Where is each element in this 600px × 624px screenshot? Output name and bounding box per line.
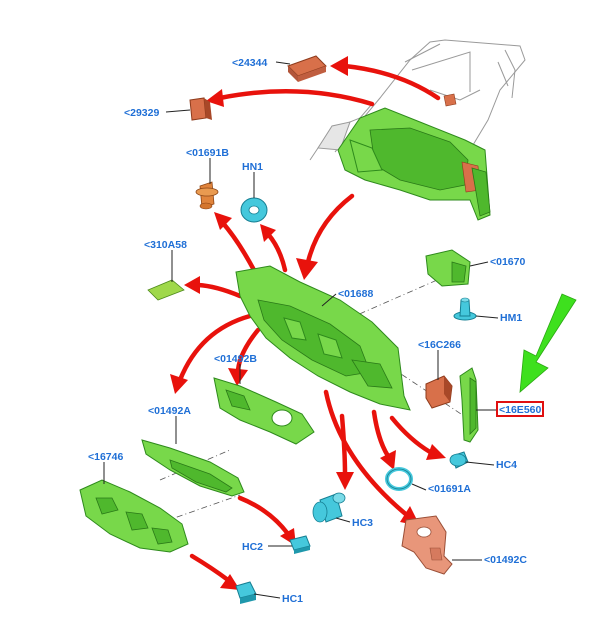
leader-lines bbox=[103, 61, 499, 599]
part-16746 bbox=[79, 479, 189, 553]
label-01670[interactable]: <01670 bbox=[490, 256, 525, 268]
arrow-to-01492b bbox=[235, 327, 261, 373]
part-310a58 bbox=[147, 279, 185, 301]
part-hc2 bbox=[289, 535, 311, 554]
arrowhead-24344 bbox=[330, 56, 348, 76]
arrow-to-01492c bbox=[323, 389, 411, 519]
green-highlight-arrow bbox=[519, 293, 577, 393]
label-hc3[interactable]: HC3 bbox=[352, 517, 373, 529]
part-hc4 bbox=[449, 451, 469, 469]
arrowhead-hc4 bbox=[426, 444, 446, 460]
arrow-to-hc4 bbox=[389, 415, 433, 455]
arrowhead-hn1 bbox=[260, 224, 276, 242]
arrowhead-01691b bbox=[214, 212, 232, 230]
label-01691a[interactable]: <01691A bbox=[428, 483, 471, 495]
label-16e560[interactable]: <16E560 bbox=[499, 404, 541, 416]
label-hc4[interactable]: HC4 bbox=[496, 459, 517, 471]
label-16c266[interactable]: <16C266 bbox=[418, 339, 461, 351]
arrow-to-hc2 bbox=[237, 495, 291, 537]
part-01691a bbox=[385, 467, 413, 491]
label-16746[interactable]: <16746 bbox=[88, 451, 123, 463]
arrowhead-hc1 bbox=[220, 574, 240, 590]
label-29329[interactable]: <29329 bbox=[124, 107, 159, 119]
arrowhead-01492b bbox=[228, 368, 248, 386]
part-16c266 bbox=[425, 375, 453, 409]
label-hm1[interactable]: HM1 bbox=[500, 312, 522, 324]
arrowhead-01691a bbox=[380, 450, 396, 470]
arrow-to-01492a bbox=[177, 313, 253, 383]
arrow-to-hc1 bbox=[189, 553, 231, 583]
label-01492a[interactable]: <01492A bbox=[148, 405, 191, 417]
part-01492b bbox=[213, 377, 315, 445]
vehicle-body-outline bbox=[309, 39, 526, 161]
label-01492c[interactable]: <01492C bbox=[484, 554, 527, 566]
part-01492a bbox=[141, 439, 245, 497]
part-hm1 bbox=[453, 297, 477, 321]
label-310a58[interactable]: <310A58 bbox=[144, 239, 187, 251]
arrow-to-01691b bbox=[219, 219, 258, 275]
label-hn1[interactable]: HN1 bbox=[242, 161, 263, 173]
arrowhead-01492a bbox=[170, 374, 188, 394]
label-01688[interactable]: <01688 bbox=[338, 288, 373, 300]
label-24344[interactable]: <24344 bbox=[232, 57, 267, 69]
label-01691b[interactable]: <01691B bbox=[186, 147, 229, 159]
label-hc2[interactable]: HC2 bbox=[242, 541, 263, 553]
part-hn1 bbox=[240, 197, 268, 223]
highlight-box-16e560 bbox=[496, 401, 544, 417]
arrow-to-310a58 bbox=[195, 282, 243, 299]
part-01688-main-panel bbox=[235, 265, 411, 411]
part-24344 bbox=[287, 55, 327, 82]
part-16e560 bbox=[459, 367, 479, 443]
arrowhead-310a58 bbox=[184, 276, 200, 294]
part-labels: <24344 <29329 <01691B HN1 <310A58 <01688… bbox=[88, 57, 544, 605]
arrow-to-hn1 bbox=[265, 231, 288, 273]
arrowhead-29329 bbox=[206, 89, 224, 107]
installed-insulator-part bbox=[337, 107, 491, 221]
label-01492b[interactable]: <01492B bbox=[214, 353, 257, 365]
arrow-to-hc3 bbox=[339, 413, 348, 477]
part-01670 bbox=[425, 249, 471, 287]
arrow-to-29329 bbox=[217, 89, 375, 107]
part-29329 bbox=[189, 97, 212, 121]
arrow-to-01688 bbox=[305, 193, 355, 265]
arrow-to-24344 bbox=[342, 63, 441, 101]
arrowhead-hc3 bbox=[336, 472, 354, 490]
part-01691b bbox=[195, 181, 219, 210]
label-hc1[interactable]: HC1 bbox=[282, 593, 303, 605]
part-hc1 bbox=[235, 581, 257, 604]
part-hc3 bbox=[312, 492, 346, 523]
red-arrows bbox=[170, 56, 446, 590]
arrow-to-01691a bbox=[371, 409, 391, 459]
part-01492c bbox=[401, 515, 453, 575]
arrowhead-01688 bbox=[296, 258, 318, 280]
